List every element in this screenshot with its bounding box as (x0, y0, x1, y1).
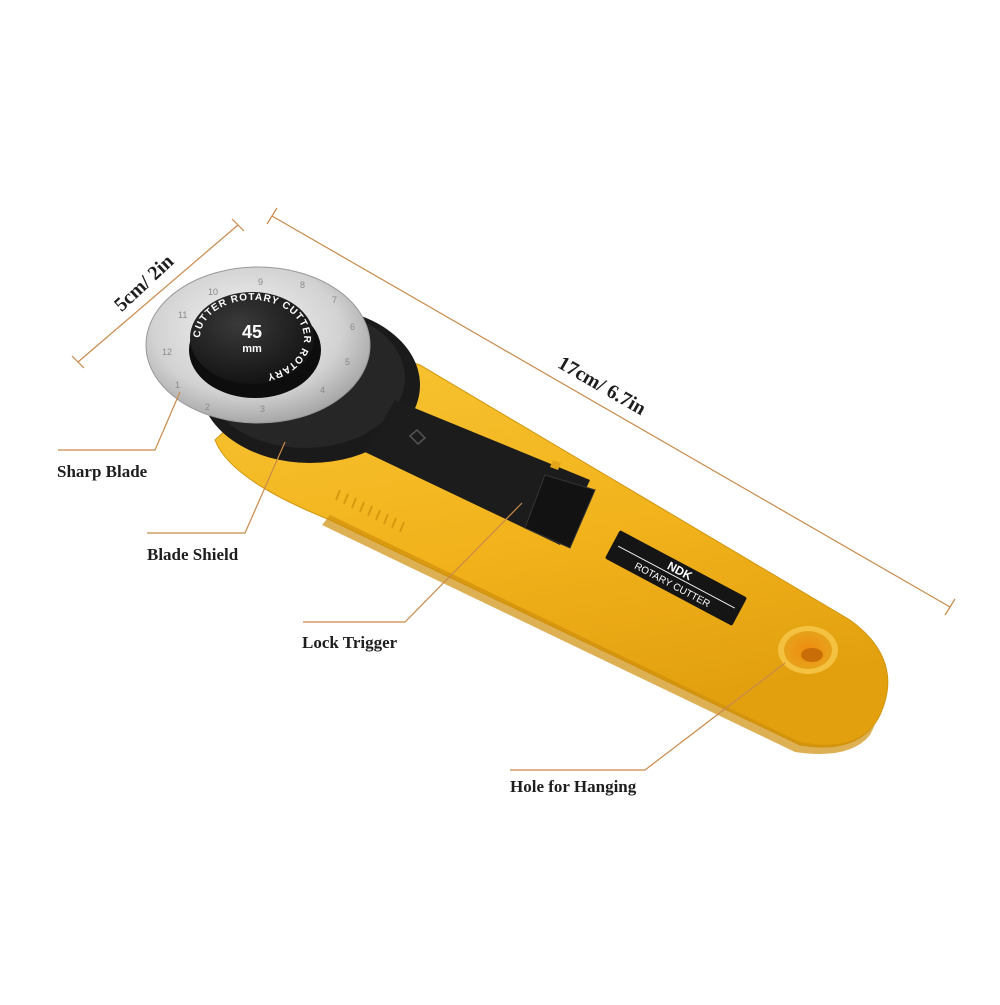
leader-lock-trigger (303, 502, 523, 623)
dimension-length (266, 207, 956, 616)
svg-text:12: 12 (162, 347, 172, 357)
callout-lock-trigger: Lock Trigger (302, 633, 398, 652)
lock-trigger (365, 400, 596, 549)
callout-sharp-blade: Sharp Blade (57, 462, 148, 481)
callout-hole-for-hanging: Hole for Hanging (510, 777, 637, 796)
blade-hub: CUTTER ROTARY CUTTER ROTARY 45 mm (189, 292, 321, 398)
leader-sharp-blade (58, 391, 181, 451)
svg-text:4: 4 (320, 385, 325, 395)
arrow-up-icon (408, 428, 427, 446)
svg-text:11: 11 (178, 310, 187, 320)
svg-text:6: 6 (350, 322, 355, 332)
hanging-hole (778, 626, 838, 674)
dimension-width (71, 218, 245, 369)
svg-text:3: 3 (260, 404, 265, 414)
leader-hole-for-hanging (510, 662, 786, 771)
grip-ridges (335, 489, 405, 533)
callout-leaders (58, 391, 786, 771)
svg-text:1: 1 (175, 380, 180, 390)
hub-unit: mm (242, 343, 262, 355)
svg-text:7: 7 (332, 295, 337, 305)
svg-text:9: 9 (258, 277, 263, 287)
callout-blade-shield: Blade Shield (147, 545, 239, 564)
leader-blade-shield (147, 441, 286, 534)
svg-text:5: 5 (345, 357, 350, 367)
hub-size: 45 (242, 322, 262, 342)
svg-text:8: 8 (300, 280, 305, 290)
svg-text:2: 2 (205, 402, 210, 412)
svg-text:10: 10 (208, 287, 218, 297)
